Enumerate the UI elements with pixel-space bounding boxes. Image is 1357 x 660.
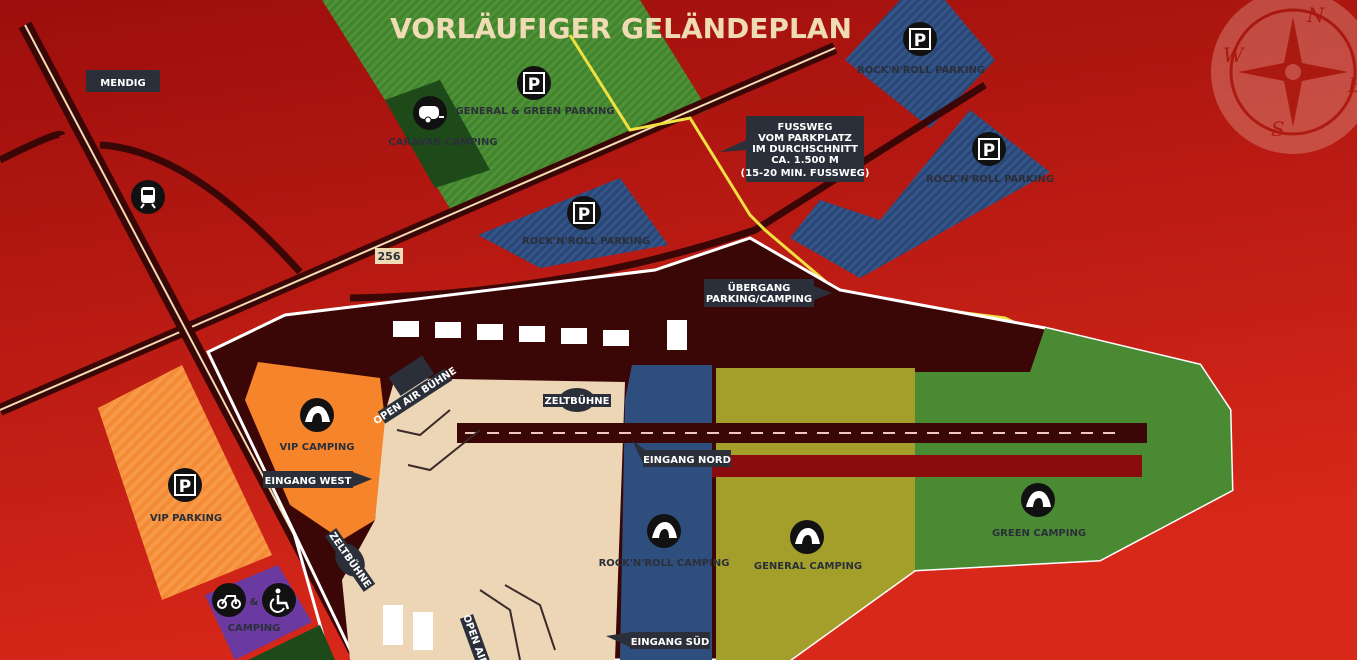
eingang-sued-label: EINGANG SÜD [606, 632, 710, 649]
motorcycle-icon [212, 583, 246, 617]
road-number: 256 [378, 250, 401, 263]
svg-text:PARKING/CAMPING: PARKING/CAMPING [706, 294, 812, 305]
general-green-parking-label: GENERAL & GREEN PARKING [455, 106, 614, 117]
svg-text:EINGANG WEST: EINGANG WEST [265, 476, 352, 487]
map-title: VORLÄUFIGER GELÄNDEPLAN [390, 11, 852, 45]
svg-text:VOM PARKPLATZ: VOM PARKPLATZ [758, 133, 852, 144]
general-camping-label: GENERAL CAMPING [754, 561, 862, 572]
compass-w: W [1223, 43, 1245, 67]
wheelchair-icon [262, 583, 296, 617]
tent-icon [300, 398, 334, 432]
moto-camping-label: CAMPING [228, 623, 281, 634]
eingang-nord-label: EINGANG NORD [632, 440, 731, 467]
svg-text:EINGANG NORD: EINGANG NORD [643, 455, 731, 466]
rnr-camping-area[interactable] [620, 365, 712, 660]
parking-icon [566, 195, 602, 231]
svg-text:EINGANG SÜD: EINGANG SÜD [631, 634, 710, 648]
vip-camping-label: VIP CAMPING [280, 442, 355, 453]
svg-text:IM DURCHSCHNITT: IM DURCHSCHNITT [752, 144, 858, 155]
parking-icon [971, 131, 1007, 167]
rnr-parking-label: ROCK'N'ROLL PARKING [926, 174, 1054, 185]
caravan-icon [413, 96, 447, 130]
vip-camping-area[interactable] [245, 362, 385, 540]
rnr-parking-area-2[interactable] [845, 0, 995, 128]
vip-parking-label: VIP PARKING [150, 513, 222, 524]
tent-icon [1021, 483, 1055, 517]
compass-n: N [1306, 3, 1326, 27]
tent-icon [647, 514, 681, 548]
crossing-callout: ÜBERGANG PARKING/CAMPING [704, 279, 832, 307]
green-camping-area[interactable] [915, 328, 1232, 570]
parking-icon [516, 65, 552, 101]
caravan-camping-area[interactable] [385, 80, 490, 188]
rnr-parking-label: ROCK'N'ROLL PARKING [522, 236, 650, 247]
festival-ground[interactable] [342, 378, 625, 660]
footpath-callout: FUSSWEG VOM PARKPLATZ IM DURCHSCHNITT CA… [720, 116, 869, 182]
compass-icon: N W S E [1211, 0, 1357, 154]
svg-text:CA. 1.500 M: CA. 1.500 M [771, 155, 839, 166]
caravan-camping-label: CARAVAN CAMPING [388, 137, 497, 148]
svg-text:FUSSWEG: FUSSWEG [778, 122, 833, 133]
compass-s: S [1271, 117, 1285, 141]
general-green-parking-area[interactable] [322, 0, 708, 212]
train-icon [131, 180, 165, 214]
parking-icon [167, 467, 203, 503]
rnr-camping-label: ROCK'N'ROLL CAMPING [599, 558, 730, 569]
tent-icon [790, 520, 824, 554]
parking-icon [902, 21, 938, 57]
town-label: MENDIG [100, 78, 145, 89]
compass-e: E [1347, 73, 1357, 97]
svg-text:ZELTBÜHNE: ZELTBÜHNE [545, 393, 610, 407]
zeltbuehne-label[interactable]: ZELTBÜHNE [543, 388, 611, 412]
svg-text:(15-20 MIN. FUSSWEG): (15-20 MIN. FUSSWEG) [741, 168, 870, 179]
moto-amp: & [250, 597, 259, 608]
eingang-west-label: EINGANG WEST [263, 471, 372, 488]
rnr-parking-label: ROCK'N'ROLL PARKING [857, 65, 985, 76]
svg-text:ÜBERGANG: ÜBERGANG [728, 280, 791, 294]
green-camping-label: GREEN CAMPING [992, 528, 1086, 539]
